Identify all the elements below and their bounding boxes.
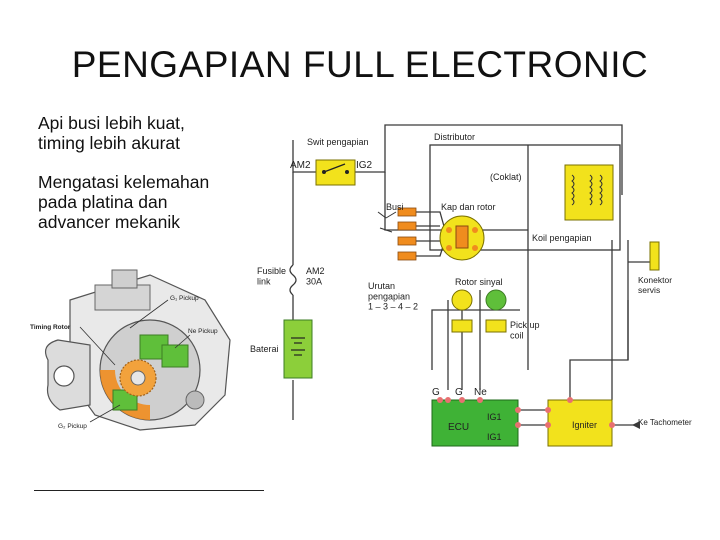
label-fuse-line: AM2: [306, 266, 325, 276]
label-kap-rotor: Kap dan rotor: [441, 202, 496, 212]
label-konektor-line: Konektor: [638, 275, 672, 285]
label-distributor: Distributor: [434, 132, 475, 142]
label-fusible-line: Fusible: [257, 266, 286, 276]
bullet-1: Api busi lebih kuat, timing lebih akurat: [38, 113, 185, 153]
label-pickup-line: coil: [510, 330, 524, 340]
tacho-arrow-icon: [632, 421, 640, 429]
label-fuse-line: 30A: [306, 276, 322, 286]
footer-line: [34, 490, 264, 491]
label-pickup-line: Pick up: [510, 320, 540, 330]
label-switch: Swit pengapian: [307, 137, 369, 147]
label-ig1-a: IG1: [487, 412, 502, 422]
label-urutan-line: pengapian: [368, 291, 410, 301]
label-rotor-sinyal: Rotor sinyal: [455, 277, 503, 287]
label-g: G: [455, 387, 463, 398]
label-g-minus: G: [432, 387, 440, 398]
label-baterai: Baterai: [250, 344, 279, 354]
pickup-coil-2: [485, 319, 507, 333]
label-ne: Ne: [474, 387, 487, 398]
label-koil: Koil pengapian: [532, 233, 592, 243]
label-urutan-line: 1 – 3 – 4 – 2: [368, 302, 418, 312]
battery: [283, 319, 313, 379]
label-ig1-b: IG1: [487, 432, 502, 442]
label-konektor-line: servis: [638, 285, 660, 295]
label-g2-pickup: G₂ Pickup: [58, 423, 87, 430]
pickup-coil-1: [451, 319, 473, 333]
label-urutan-line: Urutan: [368, 281, 395, 291]
slide-title: PENGAPIAN FULL ELECTRONIC: [71, 44, 649, 85]
label-timing-rotor: Timing Rotor: [30, 324, 71, 331]
signal-rotor-icon: [451, 289, 473, 311]
fusible-link: [289, 264, 297, 296]
spark-plugs: [377, 207, 417, 261]
label-coklat: (Coklat): [490, 172, 522, 182]
distributor-box: [429, 144, 621, 251]
coil-windings-icon: [571, 174, 603, 206]
label-fusible-line: link: [257, 276, 271, 286]
label-tacho: Ke Tachometer: [638, 418, 692, 427]
label-busi: Busi: [386, 202, 404, 212]
ignition-switch: [315, 159, 356, 186]
label-ecu: ECU: [448, 422, 469, 433]
label-ig2: IG2: [356, 160, 373, 171]
signal-rotor-green-icon: [485, 289, 507, 311]
label-g1-pickup: G₁ Pickup: [170, 295, 199, 302]
pickup-figure: G₁ Pickup Ne Pickup G₂ Pickup Timing Rot…: [30, 269, 231, 431]
label-igniter: Igniter: [572, 420, 597, 430]
ecu-box: [431, 399, 519, 447]
label-ne-pickup: Ne Pickup: [188, 328, 218, 335]
bullet-2: Mengatasi kelemahan pada platina dan adv…: [38, 172, 210, 232]
service-connector: [649, 241, 660, 271]
label-am2: AM2: [290, 160, 311, 171]
